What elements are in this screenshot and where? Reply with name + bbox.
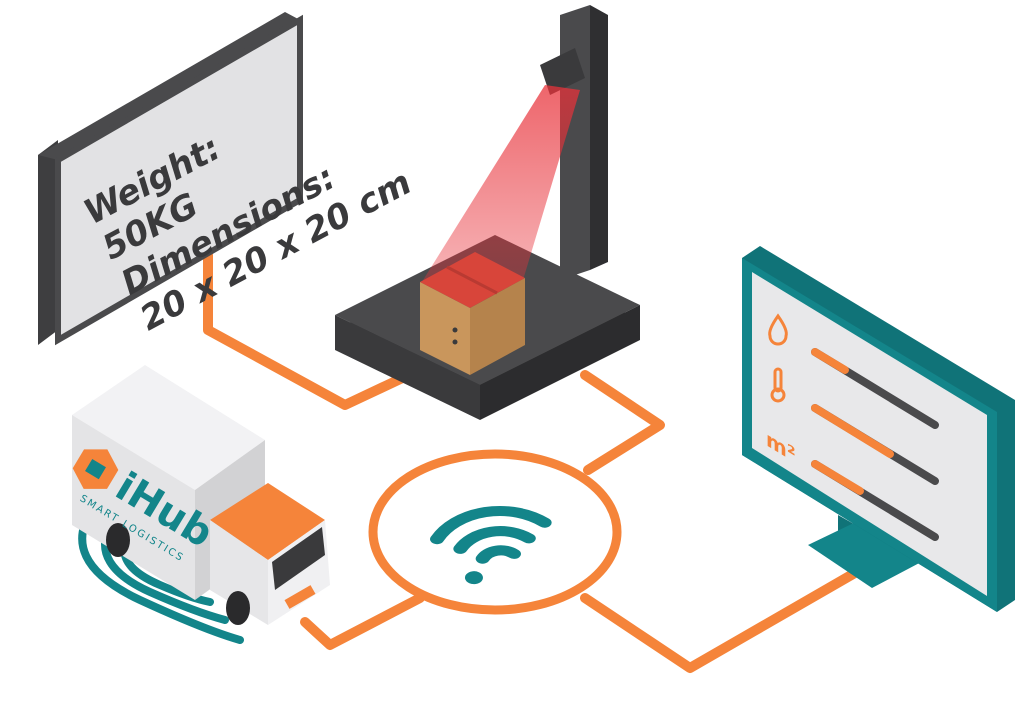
sign-side <box>38 140 58 345</box>
cab-grille <box>284 585 316 609</box>
info-sign: Weight: 50KG Dimensions: 20 x 20 x 20 cm <box>38 12 418 346</box>
delivery-truck: iHub SMART LOGISTICS <box>72 365 330 625</box>
scanner-pillar-front <box>560 5 590 280</box>
reading-bar-2-fill <box>811 404 894 458</box>
cab-roof <box>210 483 325 560</box>
thermometer-icon <box>770 367 786 403</box>
connector-sign-to-scanner <box>203 250 435 410</box>
connector-scanner-to-hub <box>580 370 665 475</box>
cargo-top <box>72 365 265 490</box>
signal-arc-middle <box>101 521 229 624</box>
platform-front-right <box>480 305 640 420</box>
monitor-screen <box>752 272 987 596</box>
box-tape <box>446 265 498 295</box>
cab-side <box>210 520 268 625</box>
connector-hub-to-monitor <box>580 565 865 673</box>
connector-lines <box>203 250 865 673</box>
scanner-pillar-side <box>590 5 608 270</box>
box-dot-top <box>452 327 458 333</box>
reading-bar-3-fill <box>811 460 864 495</box>
cab-windshield <box>272 527 325 590</box>
sign-back-frame <box>38 12 300 160</box>
wifi-hub <box>368 449 622 615</box>
monitor: m² <box>742 246 1015 612</box>
box-right <box>470 278 525 375</box>
laser-beam <box>420 85 580 290</box>
box-left <box>420 282 470 375</box>
box-dot-bottom <box>452 339 458 345</box>
sign-panel <box>55 14 303 346</box>
monitor-reading-bars <box>811 348 939 541</box>
monitor-stand-base <box>808 520 925 588</box>
connector-truck-to-hub <box>300 593 425 650</box>
droplet-icon <box>768 313 788 346</box>
platform-front-left <box>335 315 480 420</box>
wheel-rear <box>106 523 130 557</box>
signal-arc-outer <box>78 501 244 644</box>
scanner-head <box>540 48 585 95</box>
reading-bar-1-fill <box>811 348 849 374</box>
wifi-icon <box>430 506 552 585</box>
scanner-station <box>335 5 640 420</box>
wheel-front <box>226 591 250 625</box>
brand-logo-inner <box>85 459 106 480</box>
